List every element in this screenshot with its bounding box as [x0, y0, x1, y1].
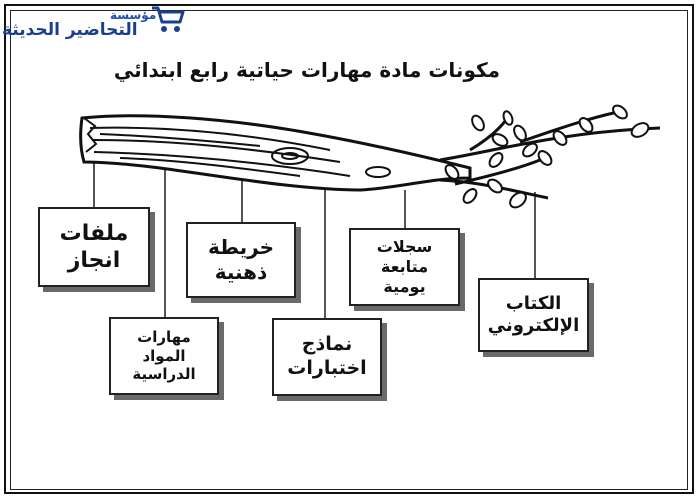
cart-icon [152, 6, 185, 32]
component-label: سجلات متابعة يومية [376, 237, 433, 296]
logo-line2: التحاضير الحديثة [2, 20, 138, 40]
component-box-mind-map: خريطة ذهنية [186, 222, 296, 298]
component-box-subject-skills: مهارات المواد الدراسية [109, 317, 219, 395]
component-label: خريطة ذهنية [208, 235, 274, 284]
logo: مؤسسة التحاضير الحديثة [0, 0, 190, 46]
inner-frame [10, 10, 688, 490]
component-label: نماذج اختبارات [287, 333, 367, 379]
leaves [444, 104, 650, 209]
component-label: مهارات المواد الدراسية [132, 327, 196, 384]
component-box-test-models: نماذج اختبارات [272, 318, 382, 396]
component-box-ebook: الكتاب الإلكتروني [478, 278, 589, 352]
logo-line1: مؤسسة [110, 8, 157, 22]
diagram-title: مكونات مادة مهارات حياتية رابع ابتدائي [113, 58, 500, 82]
component-label: ملفات انجاز [59, 220, 129, 274]
bark-texture [83, 117, 391, 178]
component-box-daily-records: سجلات متابعة يومية [349, 228, 460, 306]
component-label: الكتاب الإلكتروني [487, 292, 580, 337]
component-box-achievement-files: ملفات انجاز [38, 207, 150, 287]
